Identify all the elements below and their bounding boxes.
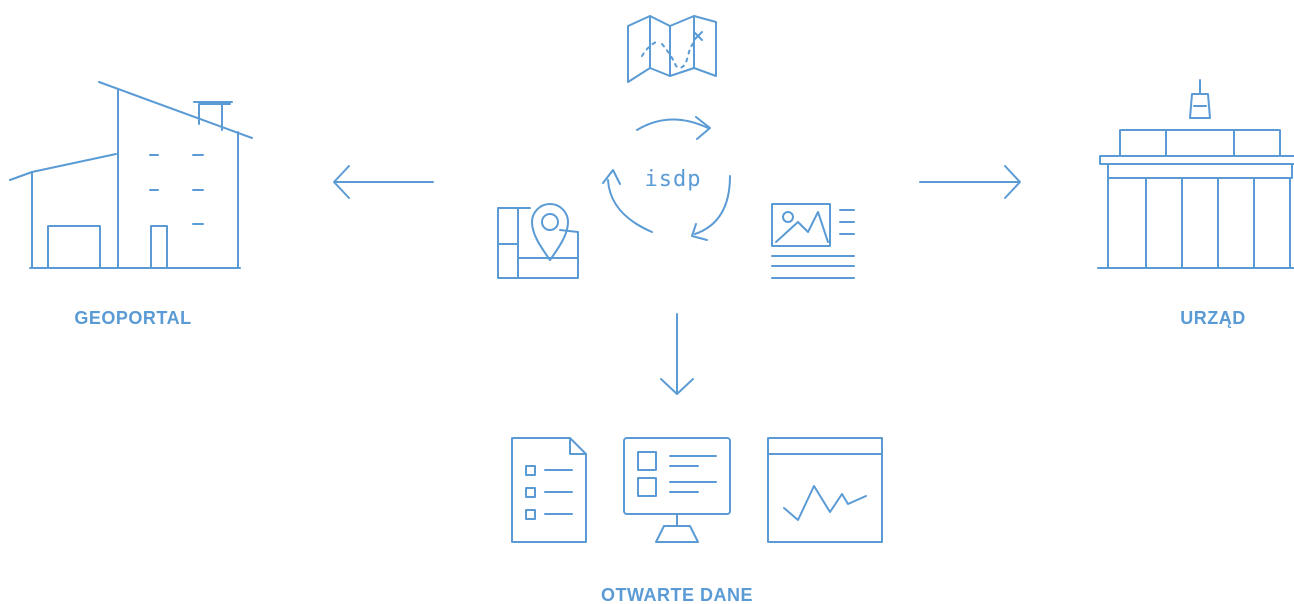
image-document-icon xyxy=(771,203,855,279)
checklist-document-icon xyxy=(511,437,587,543)
folded-map-icon xyxy=(627,15,717,83)
arrow-left-icon xyxy=(333,165,434,199)
otwarte-dane-label: OTWARTE DANE xyxy=(601,585,753,604)
arrow-right-icon xyxy=(919,165,1021,199)
house-icon xyxy=(9,81,253,269)
cycle-arrows-icon xyxy=(602,116,731,241)
isdp-label: isdp xyxy=(645,167,702,192)
chart-window-icon xyxy=(767,437,883,543)
arrow-down-icon xyxy=(660,313,694,395)
computer-monitor-icon xyxy=(623,437,731,543)
geoportal-label: GEOPORTAL xyxy=(74,308,191,328)
government-building-icon xyxy=(1097,79,1294,269)
urzad-label: URZĄD xyxy=(1180,308,1246,328)
map-pin-icon xyxy=(497,203,579,279)
